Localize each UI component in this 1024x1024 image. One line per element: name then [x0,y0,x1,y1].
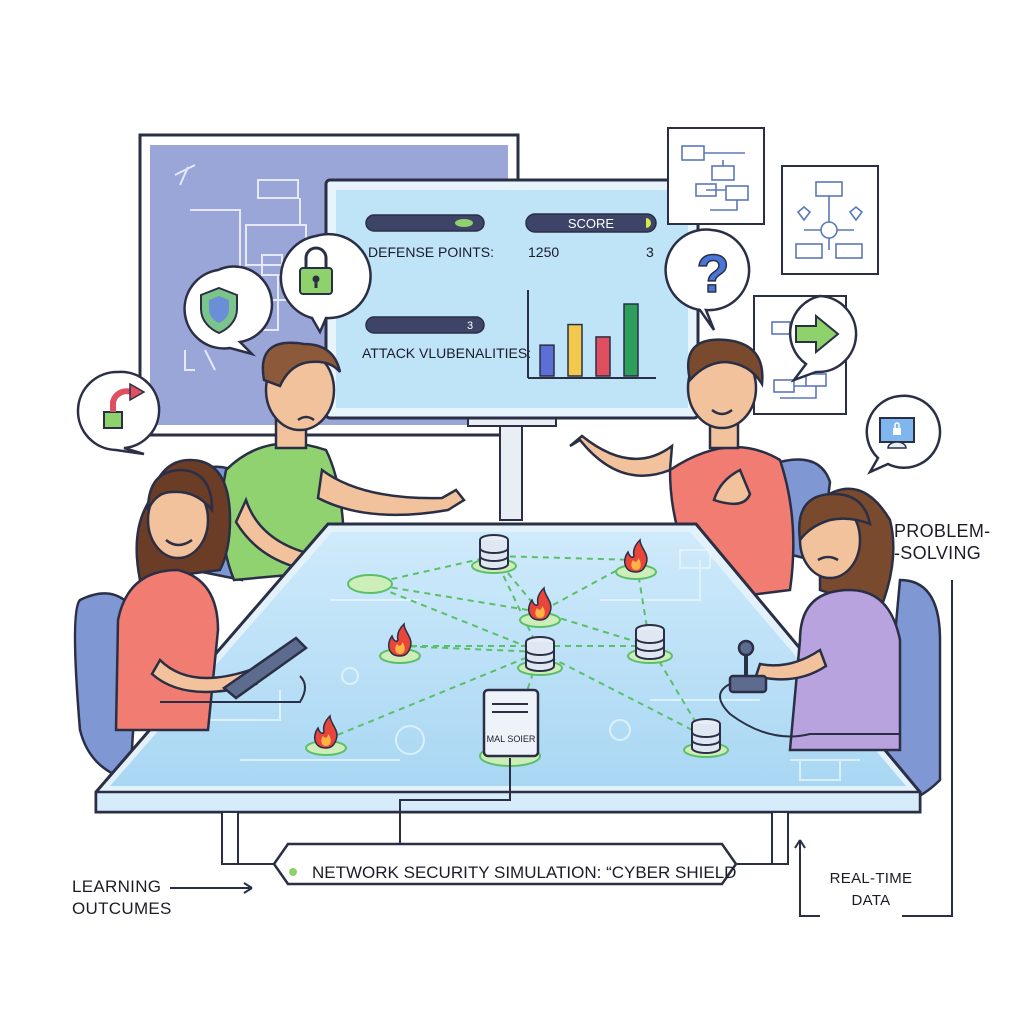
fire-icon [379,623,421,664]
database-icon [517,636,563,676]
padlock-bubble [279,232,372,335]
caption-box: NETWORK SECURITY SIMULATION: “CYBER SHIE… [230,842,780,886]
learning-outcomes-label: LEARNING OUTCUMES [72,876,172,920]
monitor-lock-icon [879,417,915,449]
chart-bar [539,344,555,377]
database-icon [683,718,729,758]
score-bar [525,213,657,233]
attack-vulnerabilities-label: ATTACK VLUBENALITIES: [362,345,531,361]
problem-line-1: PROBLEM- [894,521,991,541]
defense-progress-bar [365,214,485,232]
arrow-right-icon [795,313,840,355]
person-pink-shirt-tablet [114,458,308,732]
defense-points-value: 1250 [528,244,559,260]
question-icon: ? [697,244,730,304]
shield-bubble [183,265,274,357]
fire-icon [305,715,347,756]
arrow-bubble [788,294,858,383]
defense-points-label: DEFENSE POINTS: [368,244,494,260]
return-arrow-bubble [76,370,161,456]
problem-line-2: -SOLVING [894,543,982,563]
flowchart-poster-1 [667,127,765,225]
person-green-shirt [220,341,466,582]
vulnerability-bar-value: 3 [467,320,473,332]
real-time-data-label: REAL-TIME DATA [828,868,914,912]
chart-bar [595,336,611,377]
return-arrow-icon [103,382,146,429]
problem-solving-label: PROBLEM- -SOLVING [894,520,990,564]
flowchart-poster-2 [781,165,879,275]
score-value: 3 [646,244,654,260]
realtime-line-2: DATA [851,892,891,909]
fire-icon [615,539,657,580]
network-nodes [305,534,729,758]
server-device: MAL SOIER [399,688,541,850]
score-monitor: SCORE DEFENSE POINTS: 1250 3 3 ATTACK VL… [324,178,700,521]
caption-title: NETWORK SECURITY SIMULATION: “CYBER SHIE… [312,863,736,882]
question-bubble: ? [664,228,751,331]
monitor-lock-bubble [865,394,942,475]
annotation-connectors [170,580,953,917]
server-label: MAL SOIER [487,734,536,744]
padlock-icon [299,246,333,295]
monitor-bar-chart [539,303,639,377]
person-purple-shirt-joystick [719,487,902,752]
vulnerability-bar [365,316,485,334]
database-icon [471,534,517,574]
learning-line-1: LEARNING [72,877,162,896]
fire-icon [519,587,561,628]
learning-line-2: OUTCUMES [72,899,172,918]
database-icon [627,624,673,664]
score-label: SCORE [568,216,615,231]
chart-bar [623,303,639,377]
shield-icon [200,286,238,335]
realtime-line-1: REAL-TIME [829,870,913,887]
chart-bar [567,323,583,377]
